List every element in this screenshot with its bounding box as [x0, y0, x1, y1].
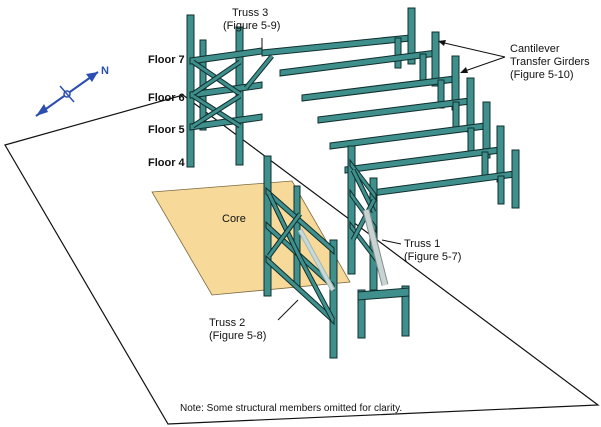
truss3-label-line1: Truss 3 — [232, 7, 268, 19]
floor-label-4: Floor 4 — [148, 157, 186, 169]
floor-label-6: Floor 6 — [148, 92, 185, 104]
truss3-label-line2: (Figure 5-9) — [223, 20, 280, 32]
truss2-label-line2: (Figure 5-8) — [209, 330, 266, 342]
north-arrow-icon — [35, 71, 99, 117]
omission-note: Note: Some structural members omitted fo… — [180, 403, 402, 414]
cantilever-label-line2: Transfer Girders — [510, 56, 590, 68]
cantilever-leader — [439, 41, 506, 73]
truss1-leader — [381, 239, 402, 245]
floor-label-7: Floor 7 — [148, 54, 185, 66]
truss1-label-line2: (Figure 5-7) — [404, 251, 461, 263]
cantilever-arrowhead-2 — [460, 67, 468, 73]
truss2-label-line1: Truss 2 — [209, 317, 245, 329]
north-label: N — [101, 65, 109, 77]
cantilever-girders — [261, 7, 520, 209]
floor-label-5: Floor 5 — [148, 124, 185, 136]
truss-2 — [263, 155, 338, 359]
core-label: Core — [222, 213, 246, 225]
truss-3 — [186, 14, 274, 168]
truss1-label-line1: Truss 1 — [404, 238, 440, 250]
cantilever-arrowhead-1 — [438, 40, 446, 46]
truss2-leader — [277, 299, 299, 321]
truss-1 — [347, 145, 410, 339]
cantilever-label-line3: (Figure 5-10) — [510, 69, 574, 81]
cantilever-label-line1: Cantilever — [510, 43, 560, 55]
